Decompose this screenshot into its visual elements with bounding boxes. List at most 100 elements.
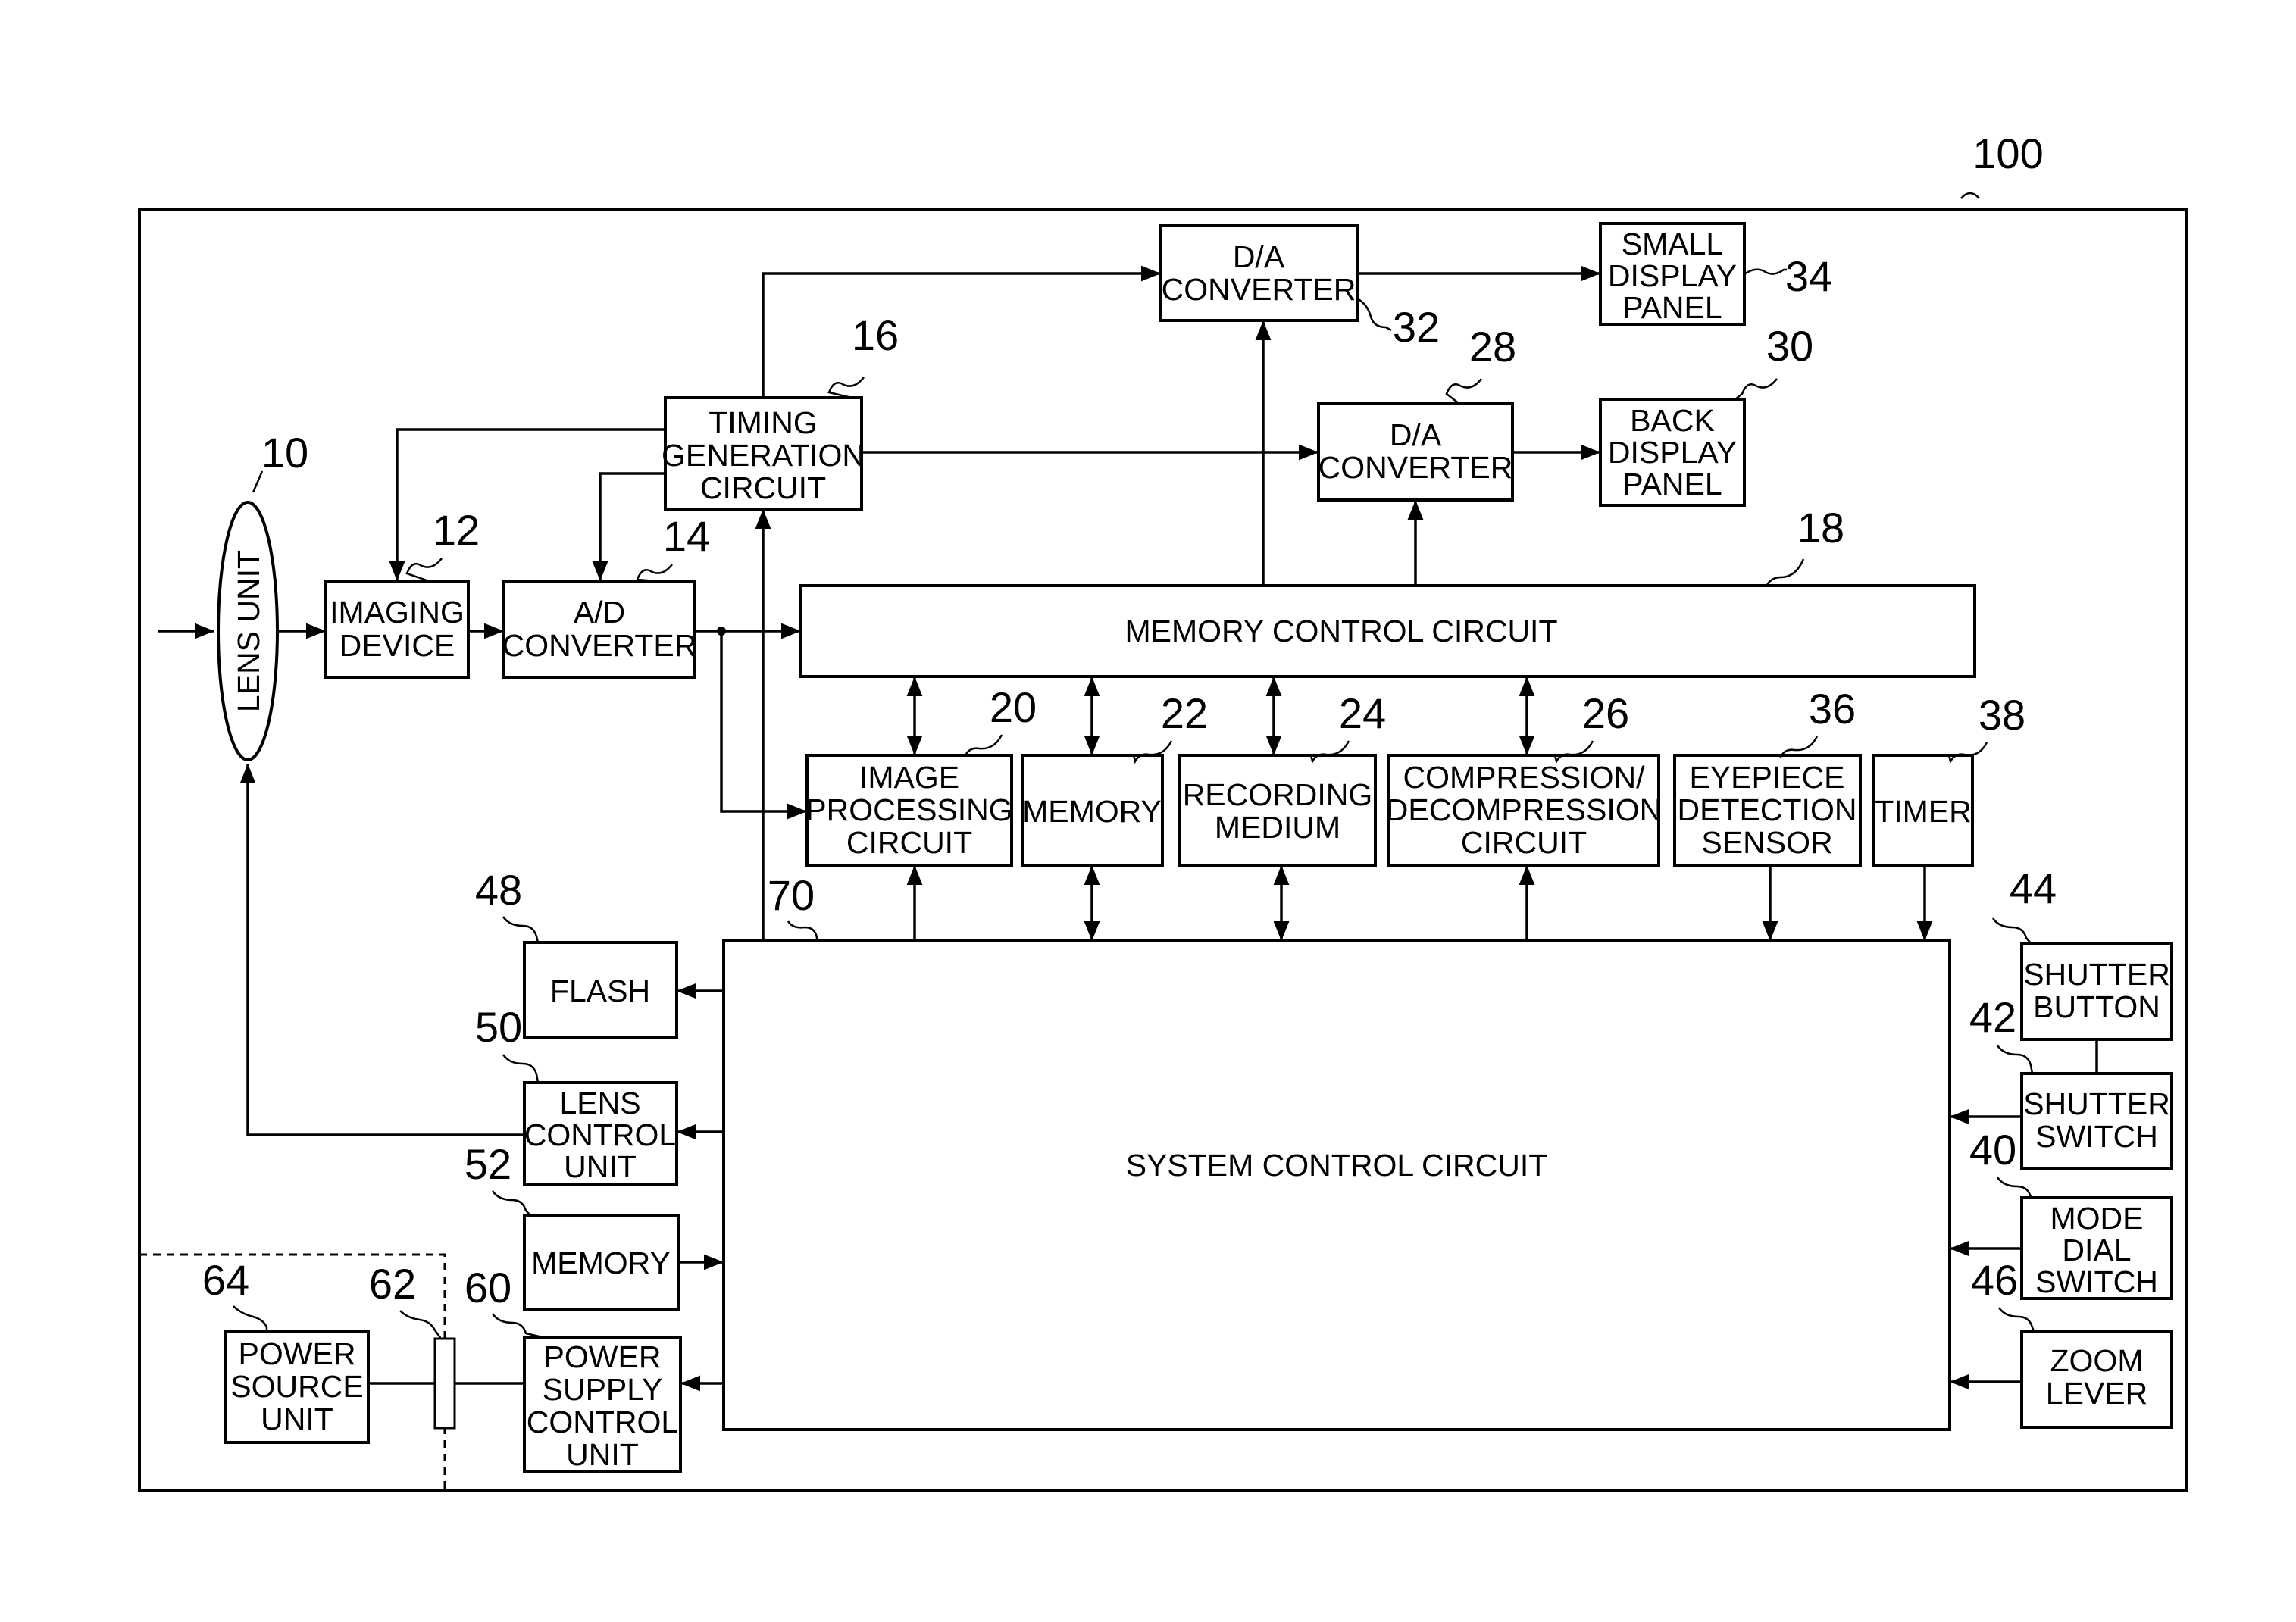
ref-52: 52 bbox=[465, 1140, 511, 1188]
ref-36: 36 bbox=[1809, 685, 1856, 733]
svg-text:MEDIUM: MEDIUM bbox=[1215, 810, 1340, 845]
svg-text:CIRCUIT: CIRCUIT bbox=[700, 470, 826, 505]
svg-text:DETECTION: DETECTION bbox=[1678, 792, 1857, 827]
ref-28: 28 bbox=[1469, 323, 1516, 370]
ref-24: 24 bbox=[1339, 689, 1386, 737]
ref-46: 46 bbox=[1971, 1256, 2018, 1304]
svg-text:PANEL: PANEL bbox=[1622, 467, 1722, 502]
svg-text:LEVER: LEVER bbox=[2046, 1376, 2147, 1411]
svg-text:CONVERTER: CONVERTER bbox=[502, 628, 697, 663]
svg-text:UNIT: UNIT bbox=[261, 1402, 333, 1436]
ref-26: 26 bbox=[1582, 689, 1629, 737]
svg-text:LENS UNIT: LENS UNIT bbox=[231, 550, 266, 712]
timer-block: TIMER bbox=[1874, 755, 1972, 865]
shutter-switch-block: SHUTTER SWITCH bbox=[2022, 1074, 2172, 1168]
ref-38: 38 bbox=[1979, 691, 2025, 739]
recording-medium-block: RECORDING MEDIUM bbox=[1180, 755, 1375, 865]
svg-text:SHUTTER: SHUTTER bbox=[2023, 1086, 2170, 1121]
system-control-circuit-block: SYSTEM CONTROL CIRCUIT bbox=[724, 941, 1950, 1430]
flash-block: FLASH bbox=[524, 942, 677, 1038]
ref-34: 34 bbox=[1785, 252, 1832, 300]
svg-text:FLASH: FLASH bbox=[550, 974, 650, 1008]
svg-text:SWITCH: SWITCH bbox=[2035, 1264, 2158, 1299]
memory-control-circuit-block: MEMORY CONTROL CIRCUIT bbox=[801, 586, 1975, 677]
svg-text:UNIT: UNIT bbox=[566, 1437, 639, 1472]
svg-text:CONVERTER: CONVERTER bbox=[1318, 450, 1513, 485]
svg-text:SENSOR: SENSOR bbox=[1701, 825, 1832, 860]
ref-10: 10 bbox=[261, 429, 308, 477]
svg-text:DISPLAY: DISPLAY bbox=[1608, 435, 1737, 470]
device-ref-number: 100 bbox=[1972, 130, 2043, 177]
da-converter-28-block: D/A CONVERTER bbox=[1318, 404, 1513, 500]
da-converter-32-block: D/A CONVERTER bbox=[1161, 226, 1357, 320]
svg-text:MEMORY CONTROL CIRCUIT: MEMORY CONTROL CIRCUIT bbox=[1125, 614, 1558, 648]
svg-text:MEMORY: MEMORY bbox=[1022, 794, 1162, 829]
svg-text:A/D: A/D bbox=[574, 595, 625, 630]
power-supply-control-unit-block: POWER SUPPLY CONTROL UNIT bbox=[524, 1338, 680, 1472]
svg-text:SWITCH: SWITCH bbox=[2035, 1119, 2158, 1154]
ref-64: 64 bbox=[202, 1256, 249, 1304]
ref-70: 70 bbox=[768, 871, 815, 919]
svg-text:COMPRESSION/: COMPRESSION/ bbox=[1403, 760, 1646, 795]
svg-text:CONTROL: CONTROL bbox=[527, 1405, 678, 1439]
svg-text:TIMING: TIMING bbox=[709, 405, 817, 440]
power-source-unit-block: POWER SOURCE UNIT bbox=[226, 1332, 368, 1442]
svg-text:MEMORY: MEMORY bbox=[531, 1245, 671, 1280]
ref-62: 62 bbox=[369, 1260, 416, 1308]
ref-30: 30 bbox=[1766, 322, 1813, 370]
ad-converter-block: A/D CONVERTER bbox=[502, 581, 697, 677]
ref-48: 48 bbox=[475, 866, 522, 914]
ref-18: 18 bbox=[1797, 504, 1844, 552]
svg-text:TIMER: TIMER bbox=[1875, 794, 1972, 829]
memory-52-block: MEMORY bbox=[524, 1215, 678, 1310]
svg-text:CIRCUIT: CIRCUIT bbox=[846, 825, 972, 860]
ref-22: 22 bbox=[1161, 689, 1208, 737]
svg-text:BACK: BACK bbox=[1630, 403, 1715, 438]
svg-text:SHUTTER: SHUTTER bbox=[2023, 957, 2170, 992]
zoom-lever-block: ZOOM LEVER bbox=[2022, 1331, 2172, 1427]
back-display-panel-block: BACK DISPLAY PANEL bbox=[1600, 399, 1744, 505]
svg-text:CONTROL: CONTROL bbox=[524, 1117, 676, 1152]
svg-text:POWER: POWER bbox=[544, 1339, 662, 1374]
imaging-device-block: IMAGING DEVICE bbox=[326, 581, 468, 677]
svg-text:DECOMPRESSION: DECOMPRESSION bbox=[1386, 792, 1663, 827]
svg-text:SOURCE: SOURCE bbox=[230, 1369, 363, 1404]
svg-text:DIAL: DIAL bbox=[2062, 1233, 2131, 1267]
memory-22-block: MEMORY bbox=[1022, 755, 1162, 865]
svg-text:RECORDING: RECORDING bbox=[1183, 777, 1373, 812]
svg-text:MODE: MODE bbox=[2050, 1201, 2144, 1236]
svg-text:DEVICE: DEVICE bbox=[339, 628, 455, 663]
svg-text:IMAGE: IMAGE bbox=[859, 760, 959, 795]
svg-text:BUTTON: BUTTON bbox=[2033, 989, 2160, 1024]
connector-62 bbox=[435, 1339, 455, 1428]
svg-text:CONVERTER: CONVERTER bbox=[1162, 272, 1356, 307]
svg-text:GENERATION: GENERATION bbox=[662, 438, 865, 473]
eyepiece-detection-sensor-block: EYEPIECE DETECTION SENSOR bbox=[1675, 755, 1860, 865]
svg-text:CIRCUIT: CIRCUIT bbox=[1461, 825, 1587, 860]
ref-14: 14 bbox=[663, 512, 710, 560]
small-display-panel-block: SMALL DISPLAY PANEL bbox=[1600, 223, 1744, 325]
lens-control-unit-block: LENS CONTROL UNIT bbox=[524, 1083, 677, 1184]
svg-text:IMAGING: IMAGING bbox=[330, 595, 465, 630]
svg-text:SYSTEM CONTROL CIRCUIT: SYSTEM CONTROL CIRCUIT bbox=[1126, 1148, 1548, 1183]
svg-text:EYEPIECE: EYEPIECE bbox=[1689, 760, 1844, 795]
ref-12: 12 bbox=[433, 506, 480, 554]
mode-dial-switch-block: MODE DIAL SWITCH bbox=[2022, 1198, 2172, 1299]
svg-text:UNIT: UNIT bbox=[564, 1149, 637, 1184]
image-processing-circuit-block: IMAGE PROCESSING CIRCUIT bbox=[805, 755, 1012, 865]
lens-unit: LENS UNIT bbox=[218, 502, 277, 760]
svg-text:PROCESSING: PROCESSING bbox=[805, 792, 1012, 827]
ref-42: 42 bbox=[1969, 993, 2016, 1041]
timing-generation-circuit-block: TIMING GENERATION CIRCUIT bbox=[662, 398, 865, 509]
svg-text:ZOOM: ZOOM bbox=[2050, 1343, 2144, 1378]
svg-text:D/A: D/A bbox=[1233, 239, 1285, 274]
svg-text:SMALL: SMALL bbox=[1622, 227, 1723, 261]
svg-text:POWER: POWER bbox=[239, 1336, 356, 1371]
ref-20: 20 bbox=[990, 683, 1037, 731]
ref-50: 50 bbox=[475, 1003, 522, 1051]
svg-text:DISPLAY: DISPLAY bbox=[1608, 258, 1737, 293]
svg-text:SUPPLY: SUPPLY bbox=[543, 1372, 663, 1407]
shutter-button-block: SHUTTER BUTTON bbox=[2022, 943, 2172, 1039]
ref-16: 16 bbox=[852, 311, 899, 359]
